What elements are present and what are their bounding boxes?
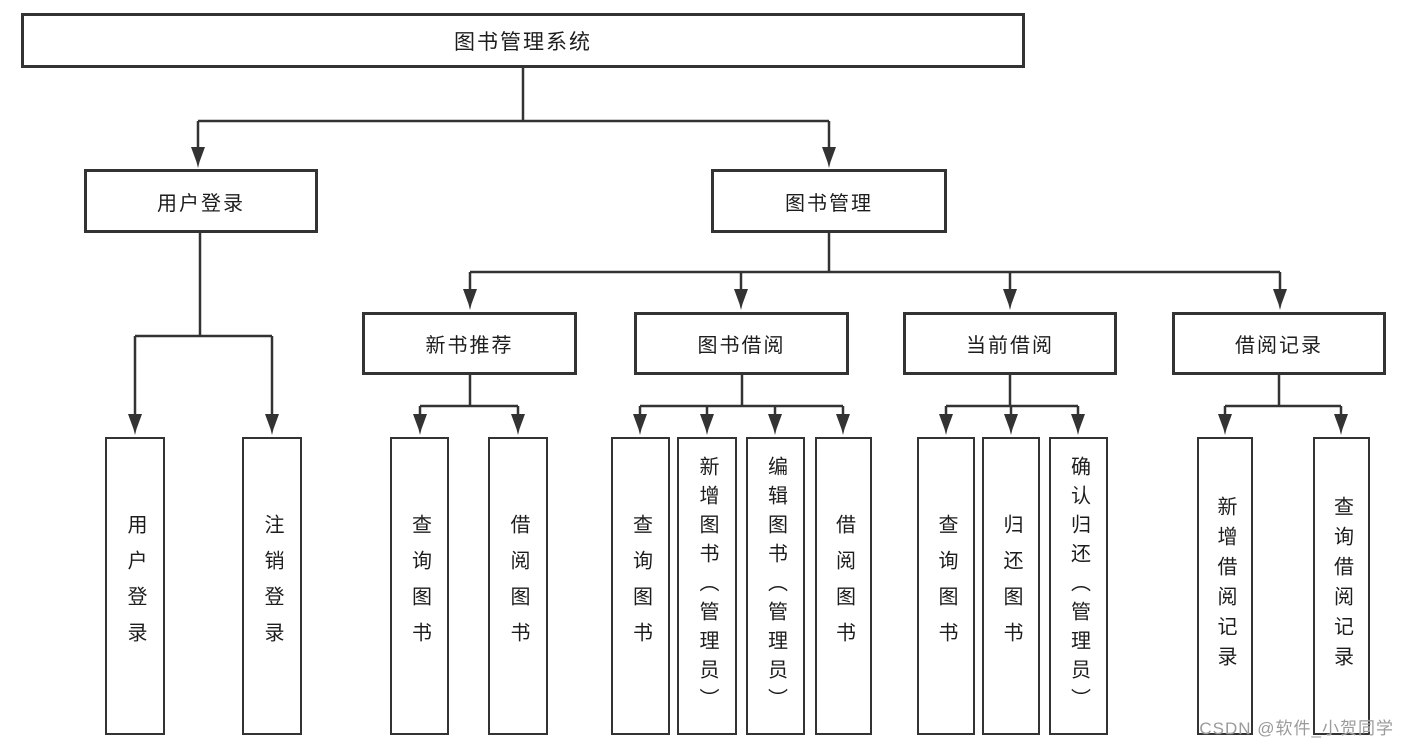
leaf-borrow-books-recommend-label: 借阅图书 — [507, 514, 529, 658]
node-new-book-recommend-label: 新书推荐 — [425, 335, 514, 357]
node-root-label: 图书管理系统 — [454, 30, 592, 54]
leaf-query-borrow-record-label: 查询借阅记录 — [1330, 496, 1353, 676]
node-root: 图书管理系统 — [21, 13, 1025, 68]
leaf-confirm-return-admin-label: 确认归还（管理员） — [1067, 455, 1090, 717]
leaf-query-books-current-label: 查询图书 — [935, 514, 957, 658]
node-borrow-records-label: 借阅记录 — [1235, 335, 1323, 357]
node-current-borrow-label: 当前借阅 — [966, 335, 1054, 357]
leaf-return-books: 归还图书 — [982, 437, 1040, 735]
node-book-borrow: 图书借阅 — [634, 312, 849, 375]
leaf-logout-label: 注销登录 — [261, 514, 283, 658]
leaf-logout: 注销登录 — [242, 437, 302, 735]
node-book-borrow-label: 图书借阅 — [697, 335, 786, 357]
connector-borrow-records-children — [1223, 375, 1343, 429]
node-user-login: 用户登录 — [84, 169, 318, 233]
leaf-query-books-recommend-label: 查询图书 — [408, 514, 431, 658]
leaf-query-books-borrow: 查询图书 — [611, 437, 670, 735]
node-borrow-records: 借阅记录 — [1172, 312, 1386, 375]
leaf-query-borrow-record: 查询借阅记录 — [1313, 437, 1370, 735]
connector-book-management-children — [468, 233, 1282, 304]
leaf-add-books-admin: 新增图书（管理员） — [677, 437, 737, 735]
leaf-edit-books-admin-label: 编辑图书（管理员） — [764, 455, 787, 717]
node-current-borrow: 当前借阅 — [903, 312, 1117, 375]
node-book-management: 图书管理 — [711, 169, 947, 233]
node-new-book-recommend: 新书推荐 — [362, 312, 577, 375]
leaf-query-books-current: 查询图书 — [917, 437, 975, 735]
leaf-confirm-return-admin: 确认归还（管理员） — [1049, 437, 1108, 735]
leaf-borrow-books-recommend: 借阅图书 — [488, 437, 548, 735]
leaf-query-books-borrow-label: 查询图书 — [629, 514, 652, 658]
leaf-borrow-books-label: 借阅图书 — [832, 514, 855, 658]
leaf-borrow-books: 借阅图书 — [815, 437, 872, 735]
connector-new-book-children — [418, 375, 520, 429]
leaf-add-books-admin-label: 新增图书（管理员） — [696, 455, 718, 717]
watermark: CSDN @软件_小贺同学 — [1199, 719, 1394, 738]
node-book-management-label: 图书管理 — [785, 192, 873, 215]
connector-root-to-level2 — [196, 67, 831, 162]
leaf-user-login: 用户登录 — [105, 437, 165, 735]
leaf-query-books-recommend: 查询图书 — [390, 437, 449, 735]
leaf-add-borrow-record: 新增借阅记录 — [1197, 437, 1253, 735]
node-user-login-label: 用户登录 — [157, 192, 245, 215]
connector-book-borrow-children — [638, 375, 845, 429]
leaf-add-borrow-record-label: 新增借阅记录 — [1214, 496, 1236, 676]
connector-user-login-children — [133, 233, 274, 429]
leaf-user-login-label: 用户登录 — [124, 514, 146, 658]
leaf-return-books-label: 归还图书 — [1000, 514, 1022, 658]
leaf-edit-books-admin: 编辑图书（管理员） — [746, 437, 805, 735]
